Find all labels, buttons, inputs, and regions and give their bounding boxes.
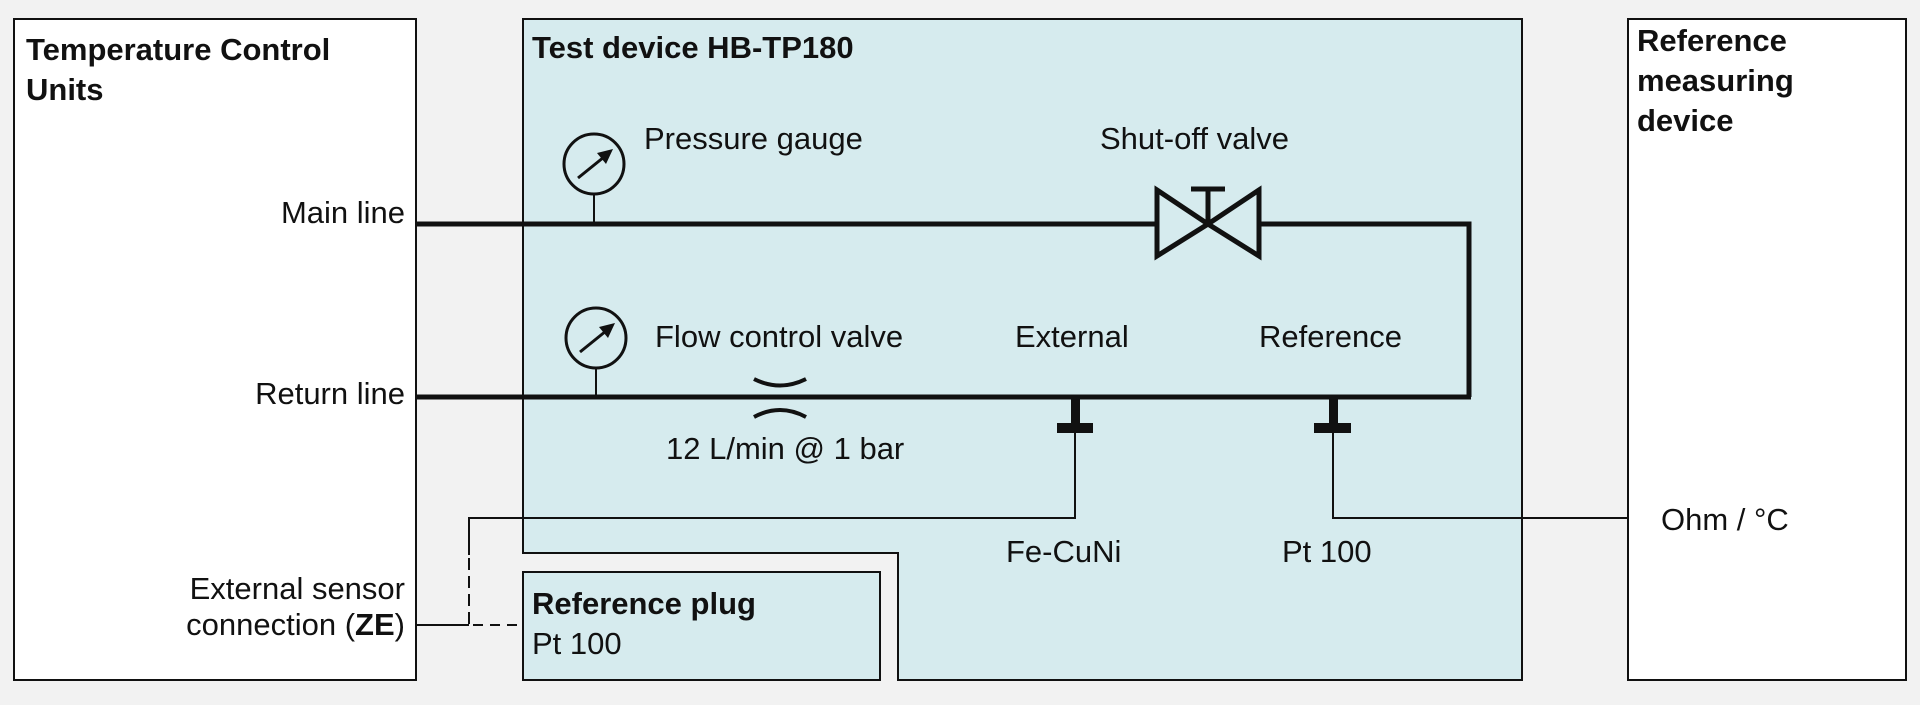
reference-sensor-type: Pt 100	[1282, 534, 1372, 569]
ze-suffix: )	[394, 607, 405, 642]
main-line	[416, 221, 1472, 397]
reference-sensor-wire	[1332, 433, 1628, 519]
flow-control-valve-label: Flow control valve	[655, 319, 904, 354]
external-tap-label: External	[1015, 319, 1129, 354]
external-sensor-type: Fe-CuNi	[1006, 534, 1122, 569]
external-sensor-wire	[468, 433, 1076, 555]
shutoff-valve-icon	[1154, 185, 1262, 261]
main-line-label: Main line	[280, 195, 405, 230]
sensor-tap-icon	[1057, 397, 1093, 433]
ze-prefix: connection (	[186, 607, 356, 642]
flow-rating-label: 12 L/min @ 1 bar	[666, 431, 905, 466]
reference-plug-title: Reference plug	[532, 586, 756, 621]
pressure-gauge-label: Pressure gauge	[644, 121, 863, 156]
return-line-label: Return line	[255, 376, 405, 411]
reference-plug-box	[522, 571, 881, 681]
flow-restrictor-icon	[753, 377, 807, 419]
external-sensor-label: External sensor connection (ZE)	[186, 571, 405, 643]
temperature-control-units-title: Temperature Control Units	[26, 32, 331, 107]
external-sensor-label-line2: connection (ZE)	[186, 607, 405, 643]
reference-tap-label: Reference	[1259, 319, 1403, 354]
test-device-box	[522, 18, 1523, 681]
temperature-control-units-box	[13, 18, 417, 681]
external-sensor-label-line1: External sensor	[189, 571, 405, 606]
pressure-gauge-icon	[562, 132, 626, 222]
readout-units-label: Ohm / °C	[1661, 502, 1789, 537]
reference-plug-type: Pt 100	[532, 626, 622, 661]
reference-measuring-device-title: Reference measuring device	[1637, 23, 1794, 138]
test-device-title: Test device HB-TP180	[532, 30, 854, 65]
shutoff-valve-label: Shut-off valve	[1100, 121, 1289, 156]
reference-measuring-device-box	[1627, 18, 1907, 681]
sensor-tap-icon	[1314, 397, 1351, 433]
ze-abbrev: ZE	[355, 607, 395, 642]
pressure-gauge-icon	[564, 306, 628, 395]
